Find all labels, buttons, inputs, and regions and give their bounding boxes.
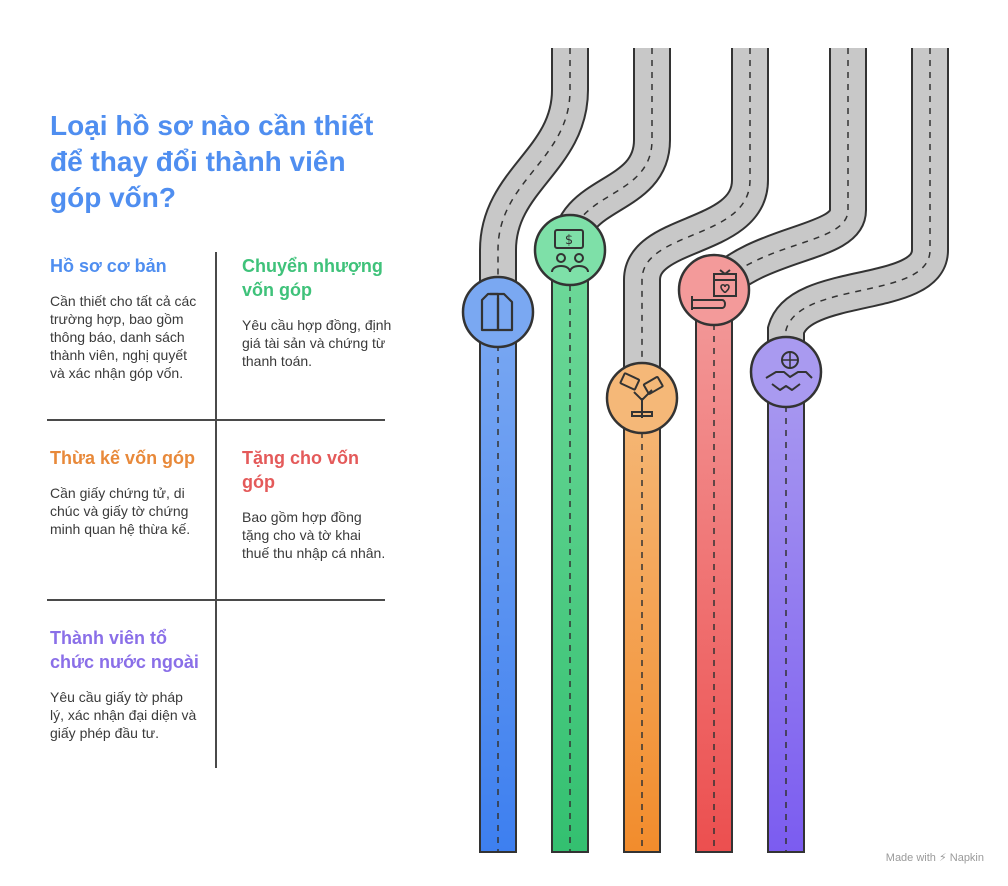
colored-roads — [479, 249, 805, 853]
footer-credit: Made with ⚡ Napkin — [885, 852, 984, 864]
item-heading: Thành viên tổ chức nước ngoài — [50, 628, 199, 672]
page-title: Loại hồ sơ nào cần thiết để thay đổi thà… — [50, 110, 374, 213]
item-heading: Thừa kế vốn góp — [50, 448, 196, 468]
item-text: Cần giấy chứng tử, di chúc và giấy tờ ch… — [50, 485, 191, 537]
item-text: Cần thiết cho tất cả các trường hợp, bao… — [50, 293, 197, 381]
item-capital-gift: Tặng cho vốn góp Bao gồm hợp đồng tặng c… — [242, 446, 392, 562]
svg-text:$: $ — [565, 233, 573, 248]
item-heading: Tặng cho vốn góp — [242, 448, 359, 492]
item-capital-inheritance: Thừa kế vốn góp Cần giấy chứng tử, di ch… — [50, 446, 200, 538]
road-blue — [479, 311, 517, 853]
item-basic-documents: Hồ sơ cơ bản Cần thiết cho tất cả các tr… — [50, 254, 200, 382]
item-heading: Chuyển nhượng vốn góp — [242, 256, 383, 300]
gift-hand-icon — [677, 253, 751, 327]
grid-horizontal-divider-1 — [47, 419, 385, 421]
item-capital-transfer: Chuyển nhượng vốn góp Yêu cầu hợp đồng, … — [242, 254, 392, 370]
money-plant-icon — [605, 361, 679, 435]
item-heading: Hồ sơ cơ bản — [50, 256, 167, 276]
grid-vertical-divider — [215, 252, 217, 768]
grid-horizontal-divider-2 — [47, 599, 385, 601]
item-text: Yêu cầu hợp đồng, định giá tài sản và ch… — [242, 317, 392, 369]
money-exchange-icon: $ — [533, 213, 607, 287]
documents-icon — [461, 275, 535, 349]
item-text: Bao gồm hợp đồng tặng cho và tờ khai thu… — [242, 509, 386, 561]
item-foreign-member: Thành viên tổ chức nước ngoài Yêu cầu gi… — [50, 626, 200, 742]
handshake-globe-icon — [749, 335, 823, 409]
item-text: Yêu cầu giấy tờ pháp lý, xác nhận đại di… — [50, 689, 197, 741]
